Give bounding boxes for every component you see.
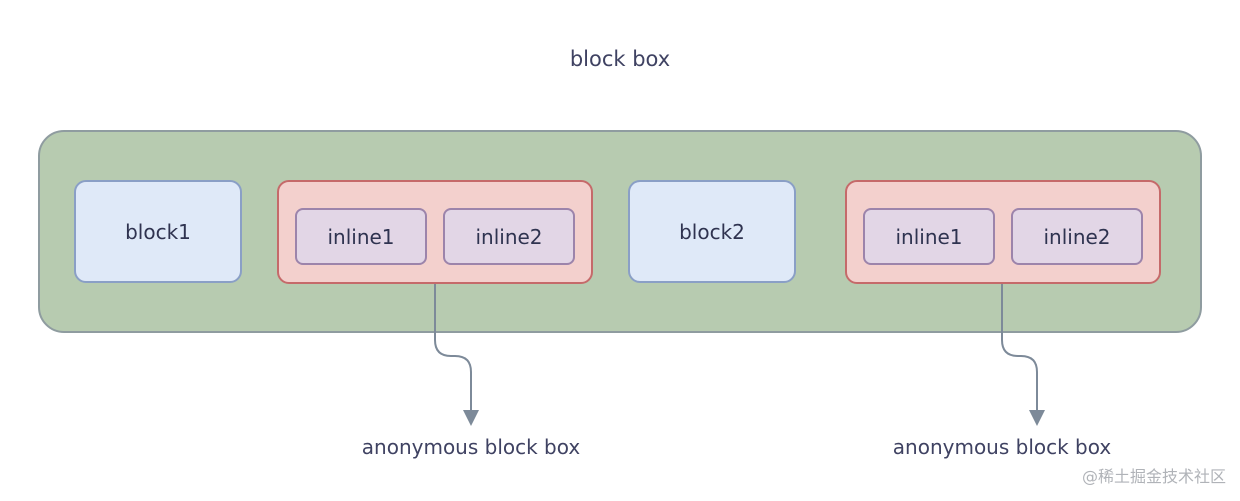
block2-box: block2 [628,180,796,283]
inline2-box-group1: inline2 [443,208,575,265]
inline2-box-group2: inline2 [1011,208,1143,265]
arrowhead-1 [463,410,479,426]
arrow-connector-2 [1001,284,1038,414]
inline1-box-group1: inline1 [295,208,427,265]
arrow-connector-1 [434,284,472,414]
block1-box: block1 [74,180,242,283]
inline1-box-group2: inline1 [863,208,995,265]
caption-anonymous-block-box-2: anonymous block box [892,435,1112,459]
arrowhead-2 [1029,410,1045,426]
caption-anonymous-block-box-1: anonymous block box [361,435,581,459]
watermark-text: @稀土掘金技术社区 [1081,467,1226,486]
diagram-title: block box [569,47,671,71]
